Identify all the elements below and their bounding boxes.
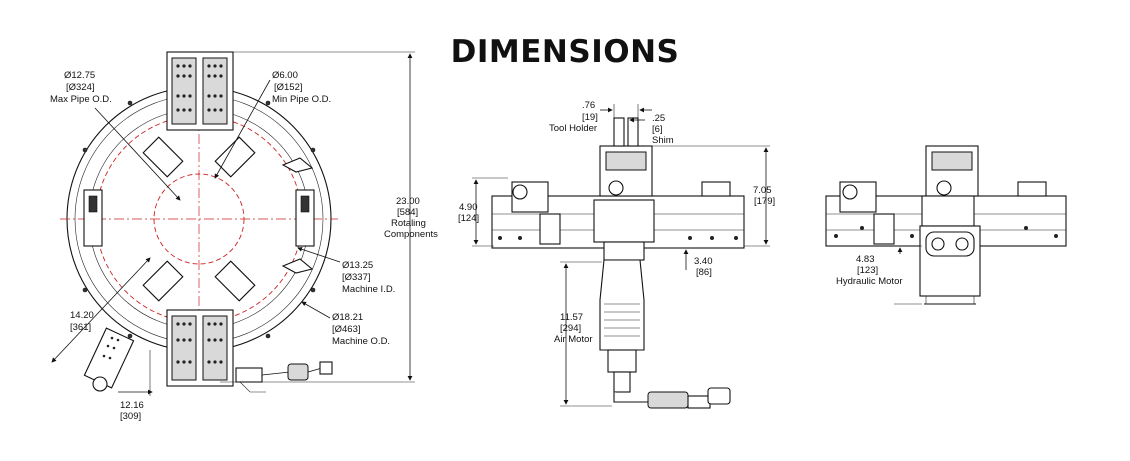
rotating-label-line1: Rotaling <box>391 218 426 229</box>
rotation-indicator <box>281 157 314 173</box>
rotating-label-line2: Components <box>384 229 438 240</box>
hydraulic-imperial: 4.83 <box>856 254 875 265</box>
height-right-metric: [179] <box>754 196 775 207</box>
side-clamps <box>83 189 315 247</box>
machine-id-label: Machine I.D. <box>342 284 395 295</box>
motor-mount <box>593 199 655 243</box>
hydraulic-metric: [123] <box>857 265 878 276</box>
height-left-imperial: 4.90 <box>459 202 478 213</box>
max-pipe-imperial: Ø12.75 <box>64 70 95 81</box>
axial-metric: [86] <box>696 267 712 278</box>
machine-id-leader <box>297 246 341 263</box>
max-pipe-metric: [Ø324] <box>66 82 95 93</box>
tool-holder-imperial: .76 <box>582 100 595 111</box>
tool-holder-label: Tool Holder <box>549 123 597 134</box>
shim-label: Shim <box>652 135 674 146</box>
ring-bolts <box>82 100 316 339</box>
rotating-metric: [584] <box>397 207 418 218</box>
min-pipe-leader <box>214 79 271 179</box>
bottom-imperial: 12.16 <box>120 400 144 411</box>
gear-motor-icon <box>83 327 135 392</box>
rotation-indicator <box>281 258 314 274</box>
front-view: Ø12.75 [Ø324] Max Pipe O.D. Ø6.00 [Ø152]… <box>50 51 438 422</box>
diag-imperial: 14.20 <box>70 310 94 321</box>
hose-fitting-icon <box>613 371 731 409</box>
min-pipe-label: Min Pipe O.D. <box>272 94 331 105</box>
gear-motor-icon <box>936 180 952 196</box>
machine-id-metric: [Ø337] <box>342 272 371 283</box>
air-motor-label: Air Motor <box>554 334 593 345</box>
right-clamp <box>701 181 731 197</box>
shim-imperial: .25 <box>652 113 665 124</box>
machine-od-metric: [Ø463] <box>332 324 361 335</box>
tool-block-icon <box>166 309 234 387</box>
hydraulic-view: 4.83 [123] Hydraulic Motor <box>825 145 1067 305</box>
bottom-metric: [309] <box>120 411 141 422</box>
rotating-imperial: 23.00 <box>396 196 420 207</box>
height-left-metric: [124] <box>458 213 479 224</box>
max-pipe-label: Max Pipe O.D. <box>50 94 112 105</box>
tool-block-icon <box>166 51 234 131</box>
height-right-imperial: 7.05 <box>753 185 772 196</box>
hydraulic-mount <box>921 195 975 227</box>
machine-od-imperial: Ø18.21 <box>332 312 363 323</box>
clamp-jaws <box>142 136 256 302</box>
gear-motor-icon <box>608 180 624 196</box>
air-motor-body <box>599 259 645 351</box>
min-pipe-metric: [Ø152] <box>274 82 303 93</box>
min-pipe-imperial: Ø6.00 <box>272 70 298 81</box>
air-motor-imperial: 11.57 <box>560 312 583 323</box>
tool-holder-metric: [19] <box>582 112 598 123</box>
diag-metric: [361] <box>70 322 91 333</box>
diag-dim-line <box>51 257 151 363</box>
hydraulic-label: Hydraulic Motor <box>836 276 903 287</box>
right-clamp <box>1017 181 1047 197</box>
hose-fitting-icon <box>235 361 333 393</box>
machine-od-leader <box>301 301 331 319</box>
machine-id-imperial: Ø13.25 <box>342 260 373 271</box>
axial-imperial: 3.40 <box>694 256 713 267</box>
shim-metric: [6] <box>652 124 663 135</box>
max-pipe-leader <box>94 107 181 201</box>
side-view: .76 [19] Tool Holder .25 [6] Shim 4.90 [… <box>458 100 775 409</box>
air-motor-metric: [294] <box>560 323 581 334</box>
page-title: DIMENSIONS <box>450 34 680 70</box>
machine-od-label: Machine O.D. <box>332 336 390 347</box>
